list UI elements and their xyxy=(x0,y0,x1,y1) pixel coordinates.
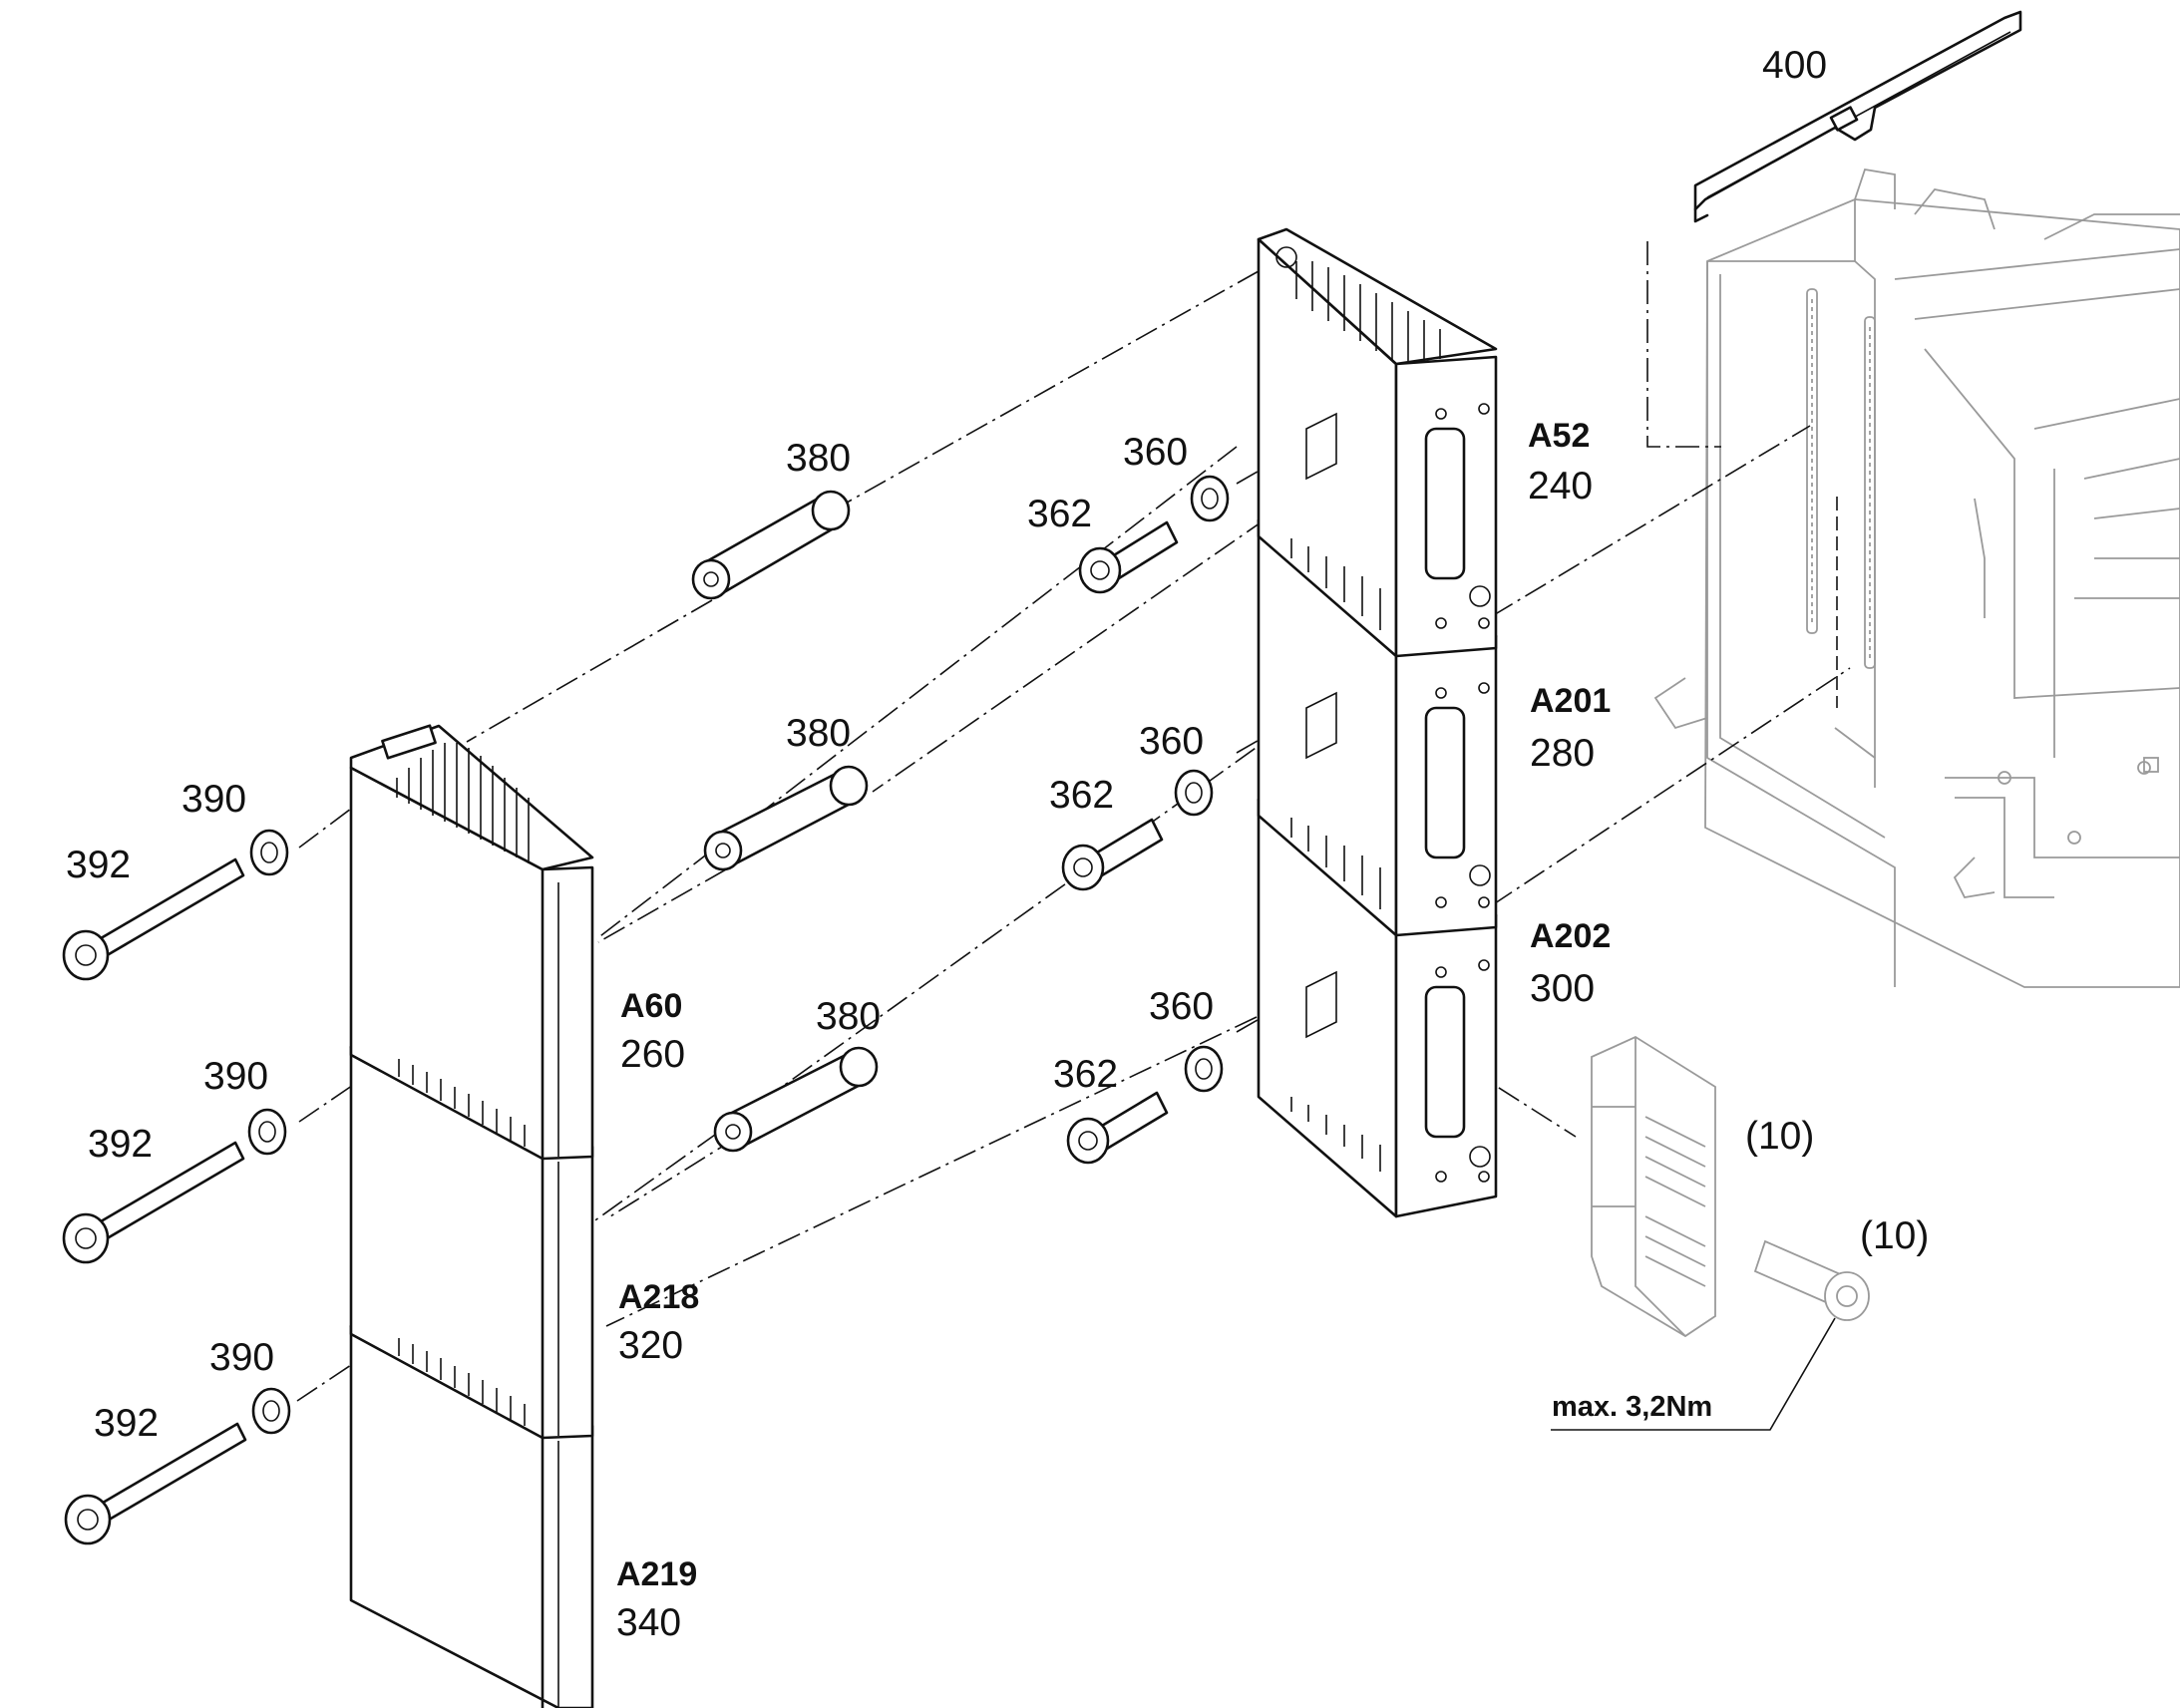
label-390-middle: 390 xyxy=(203,1055,268,1098)
label-380-bottom: 380 xyxy=(816,995,881,1038)
label-380-middle: 380 xyxy=(786,712,851,755)
module-a52 xyxy=(1257,227,1498,658)
label-a201-number: 280 xyxy=(1530,732,1595,775)
washers-390 xyxy=(247,829,291,1435)
label-a218: A218 xyxy=(618,1278,699,1316)
spacer-380-bottom xyxy=(713,1046,879,1153)
housing-frame xyxy=(1653,168,2180,988)
label-390-bottom: 390 xyxy=(209,1336,274,1379)
label-360-middle: 360 xyxy=(1139,720,1204,763)
label-360-top: 360 xyxy=(1123,431,1188,474)
label-torque: max. 3,2Nm xyxy=(1552,1391,1712,1423)
label-362-bottom: 362 xyxy=(1053,1053,1118,1096)
label-a219: A219 xyxy=(616,1555,697,1593)
label-a52: A52 xyxy=(1528,417,1590,455)
label-a219-number: 340 xyxy=(616,1601,681,1644)
label-392-middle: 392 xyxy=(88,1123,153,1166)
label-400: 400 xyxy=(1762,44,1827,87)
label-connector-ref: (10) xyxy=(1745,1115,1814,1158)
part-labels: 400 380 380 380 360 360 360 362 362 362 … xyxy=(66,44,1929,1644)
module-a60 xyxy=(349,724,594,1161)
cooling-fins-left xyxy=(396,743,530,1426)
screws-362 xyxy=(1061,520,1179,1165)
label-a60: A60 xyxy=(620,987,682,1025)
washers-360 xyxy=(1174,475,1230,1093)
spacer-380-middle xyxy=(703,765,869,871)
spacer-380-group xyxy=(691,490,879,1153)
label-390-top: 390 xyxy=(182,778,246,821)
module-stack-right xyxy=(1257,227,1498,1218)
label-362-middle: 362 xyxy=(1049,774,1114,817)
label-392-top: 392 xyxy=(66,844,131,886)
label-a52-number: 240 xyxy=(1528,465,1593,508)
label-a201: A201 xyxy=(1530,682,1611,720)
label-362-top: 362 xyxy=(1027,493,1092,535)
label-a60-number: 260 xyxy=(620,1033,685,1076)
module-stack-left xyxy=(349,724,594,1708)
spacer-380-top xyxy=(691,490,851,600)
bolts-392 xyxy=(62,857,247,1545)
label-392-bottom: 392 xyxy=(94,1402,159,1445)
label-380-top: 380 xyxy=(786,437,851,480)
torque-leader xyxy=(1551,1317,1836,1431)
bracket-400 xyxy=(1693,10,2022,223)
label-a202: A202 xyxy=(1530,917,1611,955)
connector-screw xyxy=(1753,1239,1870,1321)
label-screw-ref: (10) xyxy=(1860,1214,1929,1257)
cooling-fins-right xyxy=(1290,261,1441,1172)
connector-plug xyxy=(1591,1035,1716,1338)
label-360-bottom: 360 xyxy=(1149,985,1214,1028)
label-a202-number: 300 xyxy=(1530,967,1595,1010)
label-a218-number: 320 xyxy=(618,1324,683,1367)
